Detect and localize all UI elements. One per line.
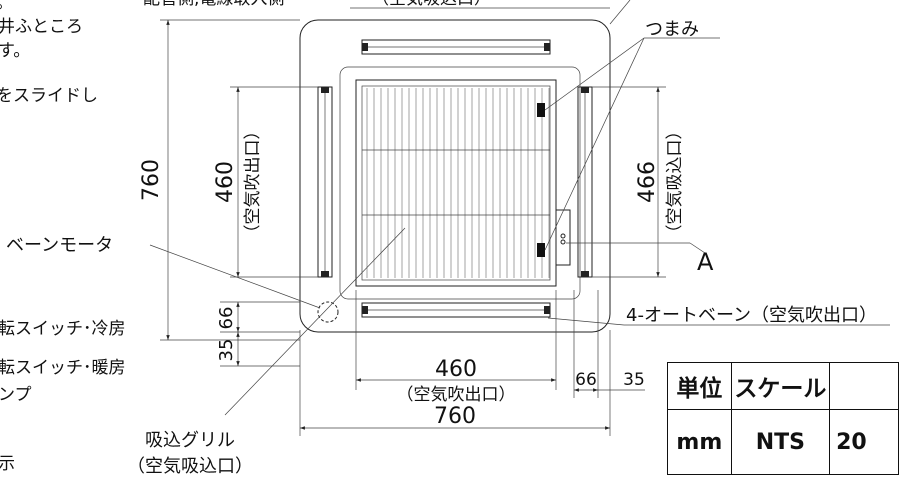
unit-value: mm — [667, 409, 732, 475]
auto-vane-label: 4-オートベーン（空気吹出口） — [626, 305, 877, 326]
vane-motor-label: ベーンモータ — [6, 235, 113, 256]
dim-outlet-height: 460 — [213, 161, 238, 203]
unit-header: 単位 — [667, 362, 732, 410]
dim-overall-width: 760 — [434, 404, 476, 429]
vane-top — [361, 39, 551, 55]
note-switch-cool: 転スイッチ･冷房 — [0, 319, 126, 339]
dimension-lines — [160, 19, 666, 436]
knob-label: つまみ — [645, 19, 699, 40]
knob-upper — [537, 103, 545, 117]
grille-slats — [366, 88, 550, 278]
receiver-lamp-1 — [560, 233, 566, 239]
extra-header — [829, 362, 899, 410]
intake-grille-inner — [361, 85, 551, 281]
receiver-lamp-2 — [560, 239, 566, 245]
note-line-3: す。 — [0, 41, 30, 61]
top-right-leader — [609, 0, 631, 25]
top-intake-label: （空気吸込口） — [372, 0, 491, 9]
scale-header: スケール — [730, 362, 831, 410]
note-line-2: 井ふところ — [0, 17, 83, 37]
note-line-1: 。 — [0, 0, 13, 13]
intake-grille-sub-label: （空気吸込口） — [127, 456, 253, 477]
vane-left — [317, 86, 333, 278]
note-display: 示 — [0, 454, 15, 474]
note-switch-heat: 転スイッチ･暖房 — [0, 358, 126, 378]
note-line-4: をスライドし — [0, 86, 98, 106]
knob-lower — [537, 243, 545, 257]
extra-value: 20 — [829, 409, 899, 475]
piping-side-label: 配管側,電線取入側 — [143, 0, 284, 9]
dim-intake-height-sub: （空気吸込口） — [665, 123, 685, 242]
point-a-label: A — [697, 248, 714, 276]
spec-table: 単位 スケール mm NTS 20 — [667, 362, 899, 475]
leader-lines — [149, 37, 890, 416]
intake-grille — [355, 79, 557, 287]
dim-intake-height: 466 — [635, 161, 660, 203]
dim-outlet-width-sub: （空気吹出口） — [397, 385, 516, 405]
left-notes: 。 井ふところ す。 をスライドし 転スイッチ･冷房 転スイッチ･暖房 ンプ 示 — [0, 0, 126, 474]
dim-overall-height: 760 — [139, 159, 164, 201]
intake-grille-label: 吸込グリル — [145, 430, 235, 451]
dim-offset-66-h: 66 — [575, 370, 597, 390]
inner-frame — [339, 66, 581, 300]
dim-offset-66-v: 66 — [216, 307, 237, 330]
vane-motor-circle — [317, 301, 339, 323]
note-lamp: ンプ — [0, 385, 32, 405]
outer-decoration-panel — [299, 19, 611, 333]
signal-receiver — [555, 209, 571, 266]
dim-outlet-width: 460 — [435, 357, 477, 382]
vane-bottom — [361, 302, 551, 318]
scale-value: NTS — [730, 409, 831, 475]
dim-offset-35-h: 35 — [623, 370, 645, 390]
dim-offset-35-v: 35 — [216, 339, 237, 362]
dim-outlet-height-sub: （空気吹出口） — [243, 123, 263, 242]
